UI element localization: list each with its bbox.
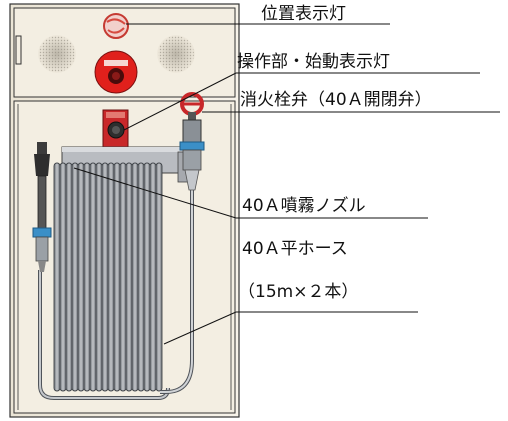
spray-nozzle bbox=[32, 142, 52, 272]
label-flat-hose: 40Ａ平ホース bbox=[242, 239, 348, 259]
indicator-lamp bbox=[103, 13, 129, 39]
label-operation-unit: 操作部・始動表示灯 bbox=[237, 52, 390, 72]
leader-lines bbox=[73, 23, 500, 345]
label-indicator-lamp: 位置表示灯 bbox=[261, 4, 346, 24]
folded-hose bbox=[53, 162, 163, 392]
label-hose-spec: （15m×２本） bbox=[238, 282, 359, 302]
label-hydrant-valve: 消火栓弁（40Ａ開閉弁） bbox=[240, 90, 432, 110]
label-spray-nozzle: 40Ａ噴霧ノズル bbox=[242, 196, 366, 216]
hydrant-valve bbox=[179, 92, 205, 191]
